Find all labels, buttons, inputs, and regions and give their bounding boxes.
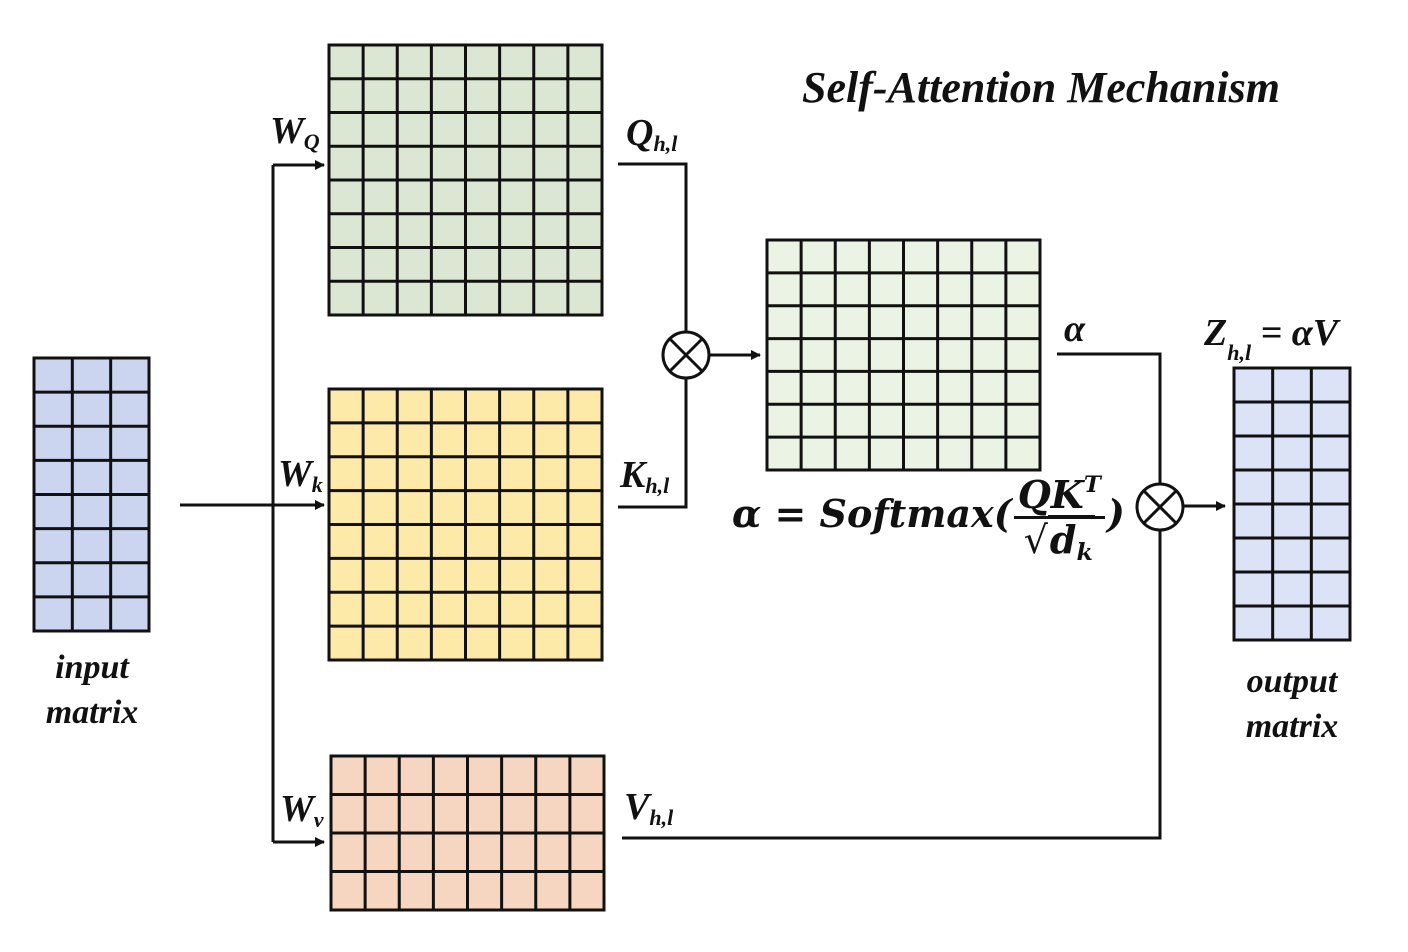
q-sub: h,l: [653, 131, 678, 157]
sqrt-icon: √: [1023, 518, 1048, 562]
connector-lines: [180, 160, 1226, 847]
formula-fraction: QKT√dk: [1013, 474, 1105, 564]
wq-base: W: [270, 110, 304, 152]
diagram-title: Self-Attention Mechanism: [802, 63, 1280, 112]
input-label-line1: input: [55, 649, 129, 686]
k-output-line: [618, 378, 688, 509]
input-matrix: [32, 356, 151, 633]
input-label-line2: matrix: [45, 693, 139, 731]
multiply-operator-av: [1135, 482, 1185, 532]
alpha-output-line: [1057, 352, 1162, 484]
formula-den-text: d: [1049, 517, 1077, 562]
output-label-line2: matrix: [1245, 707, 1339, 745]
formula-numerator: QKT: [1013, 474, 1105, 519]
alpha-label: α: [1064, 308, 1086, 350]
formula-den-sub: k: [1076, 538, 1093, 567]
v-matrix-label: Vh,l: [624, 786, 673, 829]
q-matrix: [327, 43, 604, 317]
k-matrix-label: Kh,l: [620, 454, 669, 497]
multiply-operator-qk: [661, 330, 711, 380]
output-matrix: [1232, 366, 1352, 642]
v-output-line: [622, 530, 1162, 840]
wv-base: W: [280, 788, 314, 830]
q-base: Q: [626, 112, 654, 154]
formula-radicand: dk: [1047, 515, 1095, 564]
k-matrix: [327, 387, 604, 662]
input-matrix-label: input matrix: [28, 646, 156, 736]
k-sub: h,l: [645, 473, 670, 499]
wv-sub: v: [313, 807, 324, 833]
z-rhs: = αV: [1251, 312, 1339, 354]
output-matrix-label: output matrix: [1222, 660, 1362, 750]
formula-close: ): [1106, 491, 1125, 536]
wq-label: WQ: [270, 110, 320, 153]
wq-sub: Q: [303, 129, 320, 155]
output-equation: Zh,l = αV: [1204, 312, 1339, 363]
q-matrix-label: Qh,l: [626, 112, 677, 155]
z-sub: h,l: [1227, 339, 1252, 365]
formula-lhs: α = Softmax(: [732, 491, 1012, 536]
wk-base: W: [278, 453, 312, 495]
output-label-line1: output: [1246, 663, 1338, 700]
v-base: V: [624, 786, 650, 828]
formula-num-sup: T: [1083, 472, 1101, 499]
z-base: Z: [1204, 312, 1228, 354]
formula-num-text: QK: [1017, 472, 1084, 517]
v-sub: h,l: [649, 805, 674, 831]
attention-matrix: [765, 238, 1042, 472]
k-base: K: [620, 454, 646, 496]
wk-sub: k: [311, 472, 323, 498]
softmax-formula: α = Softmax(QKT√dk): [732, 474, 1125, 564]
q-output-line: [618, 162, 688, 332]
formula-denominator: √dk: [1014, 515, 1105, 564]
v-matrix: [329, 754, 606, 912]
wk-label: Wk: [278, 453, 323, 496]
wv-label: Wv: [280, 788, 324, 831]
